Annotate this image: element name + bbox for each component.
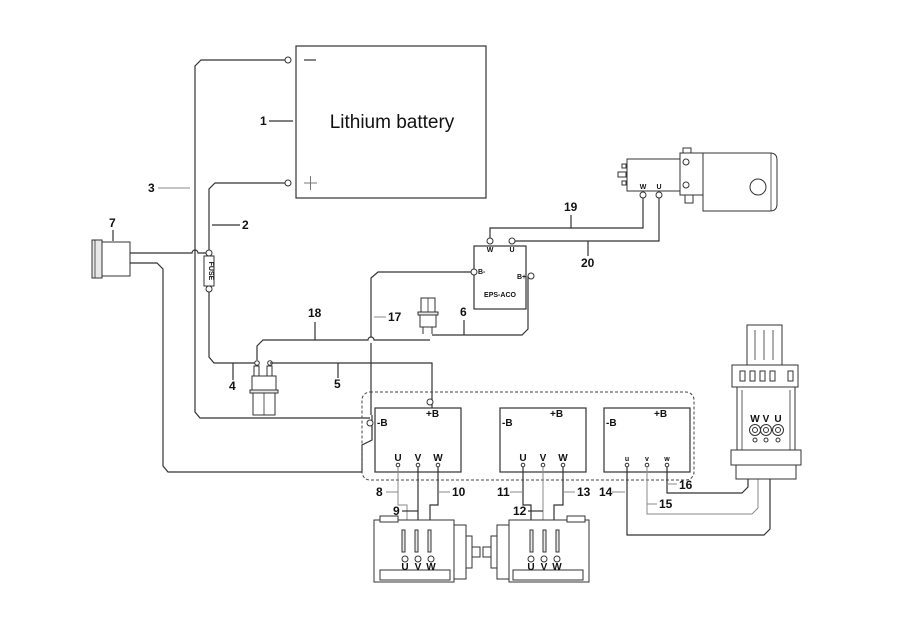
fuse: FUSE — [203, 249, 215, 293]
wire-5 — [270, 362, 433, 412]
ctrl2-u-label: U — [519, 453, 526, 464]
battery-positive-sign — [304, 176, 317, 190]
ctrl1-w-label: W — [433, 453, 443, 464]
ctrl3-v-label: v — [645, 456, 649, 463]
ctrl3-w-label: w — [663, 456, 670, 463]
ctrl1-v-label: V — [415, 453, 422, 464]
wire-20 — [515, 198, 660, 242]
callout-3: 3 — [148, 181, 155, 195]
steer-w-label: W — [750, 414, 760, 425]
callout-20: 20 — [581, 256, 595, 270]
ctrl3-bneg-label: -B — [606, 418, 617, 429]
key-switch — [417, 297, 439, 334]
eps-bneg-label: B- — [478, 269, 486, 276]
callout-12: 12 — [513, 504, 527, 518]
eps-bpos-label: B+ — [517, 274, 526, 281]
callout-5: 5 — [334, 377, 341, 391]
wire-14 — [626, 441, 771, 536]
callout-16: 16 — [679, 478, 693, 492]
traction-motor-right: U V W — [482, 515, 590, 583]
wire-3 — [194, 59, 370, 419]
callout-19: 19 — [564, 200, 578, 214]
eps-u-label: U — [509, 247, 514, 254]
traction-controller-right: +B -B U V W — [499, 407, 587, 473]
wire-connector7-a — [130, 249, 206, 254]
motor1-v-label: V — [415, 562, 422, 573]
pump-u-label: U — [656, 184, 661, 191]
ctrl3-bpos-label: +B — [654, 409, 667, 420]
battery-title: Lithium battery — [330, 112, 455, 133]
callout-13: 13 — [577, 485, 591, 499]
callout-2: 2 — [242, 218, 249, 232]
steer-u-label: U — [774, 414, 781, 425]
pump-w-label: W — [640, 184, 647, 191]
wire-19 — [489, 198, 644, 238]
steering-controller: +B -B u v w — [603, 407, 691, 473]
pump-motor: W U — [617, 147, 778, 212]
wire-6 — [432, 276, 529, 336]
ctrl2-bpos-label: +B — [550, 409, 563, 420]
callout-6: 6 — [460, 305, 467, 319]
callout-9: 9 — [393, 504, 400, 518]
ctrl2-v-label: V — [540, 453, 547, 464]
callout-1: 1 — [260, 114, 267, 128]
callout-4: 4 — [229, 379, 236, 393]
ctrl1-bneg-label: -B — [377, 418, 388, 429]
wire-4 — [208, 292, 256, 364]
battery-positive-terminal — [284, 179, 292, 187]
eps-aco-controller: EPS-ACO W U B- B+ — [470, 237, 535, 310]
callout-14: 14 — [599, 485, 613, 499]
wire-13 — [553, 467, 564, 530]
wire-11 — [522, 467, 532, 530]
main-contactor — [249, 360, 279, 416]
traction-controller-left: +B -B U V W — [366, 398, 462, 473]
callout-7: 7 — [109, 216, 116, 230]
eps-label: EPS-ACO — [484, 292, 516, 299]
fuse-label: FUSE — [207, 262, 214, 281]
steering-motor: W V U — [730, 324, 802, 480]
callout-8: 8 — [376, 485, 383, 499]
wire-15 — [646, 441, 759, 515]
motor1-u-label: U — [401, 562, 408, 573]
steer-v-label: V — [763, 414, 770, 425]
motor2-u-label: U — [527, 562, 534, 573]
lithium-battery: Lithium battery — [284, 45, 487, 199]
wire-8 — [397, 467, 408, 530]
wire-17 — [370, 271, 471, 415]
wire-18 — [256, 336, 430, 360]
eps-w-label: W — [487, 247, 494, 254]
connector-7 — [91, 239, 131, 279]
battery-negative-terminal — [284, 56, 292, 64]
controller-enclosure — [361, 391, 695, 481]
ctrl2-w-label: W — [558, 453, 568, 464]
callout-17: 17 — [388, 310, 402, 324]
callout-11: 11 — [497, 485, 510, 499]
motor1-w-label: W — [426, 562, 436, 573]
callout-10: 10 — [452, 485, 466, 499]
wire-connector7-b — [130, 262, 373, 473]
callout-18: 18 — [308, 306, 322, 320]
ctrl3-u-label: u — [625, 456, 629, 463]
traction-motor-left: U V W — [373, 515, 481, 583]
wire-10 — [429, 467, 439, 530]
ctrl1-bpos-label: +B — [426, 409, 439, 420]
motor2-w-label: W — [552, 562, 562, 573]
callout-15: 15 — [659, 497, 673, 511]
ctrl1-u-label: U — [394, 453, 401, 464]
wire-2 — [208, 182, 285, 250]
motor2-v-label: V — [541, 562, 548, 573]
ctrl2-bneg-label: -B — [502, 418, 513, 429]
